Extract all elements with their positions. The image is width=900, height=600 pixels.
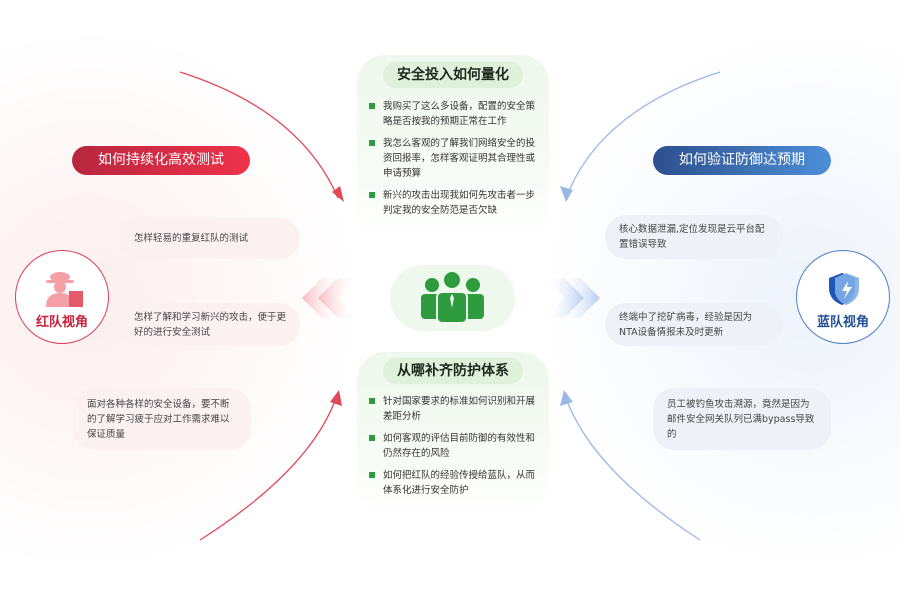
red-arrow-bottom bbox=[199, 397, 337, 541]
team-people-icon bbox=[421, 270, 484, 324]
list-item: 如何客观的评估目前防御的有效性和仍然存在的风险 bbox=[367, 431, 541, 461]
top-card-title: 安全投入如何量化 bbox=[383, 62, 523, 88]
center-team-box bbox=[390, 265, 515, 331]
red-arrow-top bbox=[179, 71, 339, 199]
red-side-title: 如何持续化高效测试 bbox=[72, 146, 250, 175]
hacker-icon bbox=[46, 272, 83, 307]
list-item: 新兴的攻击出现我如何先攻击者一步判定我的安全防范是否欠缺 bbox=[367, 188, 541, 218]
blue-arrow-bottom bbox=[565, 397, 701, 541]
list-item: 如何把红队的经验传授给蓝队，从而体系化进行安全防护 bbox=[367, 468, 541, 498]
blue-team-label: 蓝队视角 bbox=[816, 315, 869, 330]
red-item: 怎样轻易的重复红队的测试 bbox=[120, 218, 300, 259]
bottom-card: 从哪补齐防护体系 针对国家要求的标准如何识别和开展差距分析 如何客观的评估目前防… bbox=[357, 352, 549, 516]
red-chevrons bbox=[302, 278, 356, 318]
list-item: 我怎么客观的了解我们网络安全的投资回报率，怎样客观证明其合理性或申请预算 bbox=[367, 136, 541, 181]
blue-team-badge: 蓝队视角 bbox=[796, 250, 890, 344]
blue-item: 核心数据泄漏,定位发现是云平台配置错误导致 bbox=[605, 215, 783, 259]
red-item: 面对各种各样的安全设备，要不断的了解学习疲于应对工作需求难以保证质量 bbox=[73, 388, 251, 450]
red-team-badge: 红队视角 bbox=[15, 250, 109, 344]
blue-item: 终端中了挖矿病毒，经验是因为NTA设备情报未及时更新 bbox=[605, 303, 783, 346]
bottom-card-title: 从哪补齐防护体系 bbox=[383, 358, 523, 384]
blue-chevrons bbox=[546, 278, 600, 318]
list-item: 针对国家要求的标准如何识别和开展差距分析 bbox=[367, 394, 541, 424]
list-item: 我购买了这么多设备，配置的安全策略是否按我的预期正常在工作 bbox=[367, 99, 541, 129]
blue-item: 员工被钓鱼攻击溯源，竟然是因为邮件安全网关队列已满bypass导致的 bbox=[653, 388, 831, 450]
red-item: 怎样了解和学习新兴的攻击，便于更好的进行安全测试 bbox=[120, 303, 300, 346]
blue-arrow-top bbox=[565, 71, 721, 199]
blue-side-title: 如何验证防御达预期 bbox=[653, 146, 831, 175]
red-team-label: 红队视角 bbox=[35, 315, 88, 330]
top-card: 安全投入如何量化 我购买了这么多设备，配置的安全策略是否按我的预期正常在工作 我… bbox=[357, 55, 549, 241]
shield-lightning-icon bbox=[829, 273, 859, 305]
